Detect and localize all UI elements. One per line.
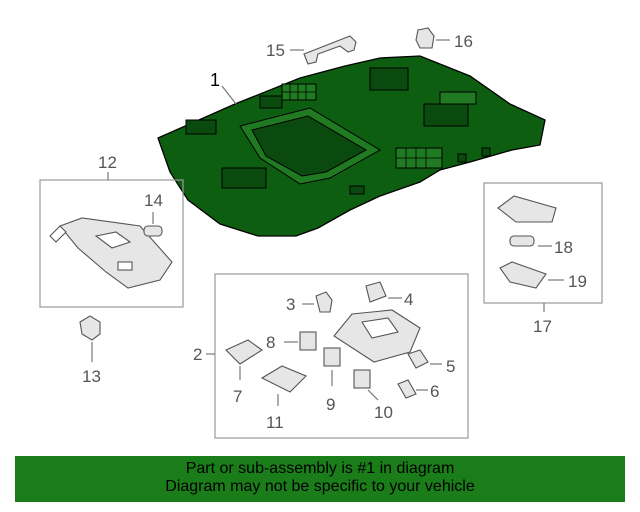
banner-line-1: Part or sub-assembly is #1 in diagram xyxy=(185,460,455,477)
visor-holder-part-13[interactable] xyxy=(79,315,101,341)
lamp-part-11[interactable] xyxy=(260,365,307,393)
bulb-part-6[interactable] xyxy=(397,379,417,399)
callout-12: 12 xyxy=(98,153,117,172)
info-banner: Part or sub-assembly is #1 in diagram Di… xyxy=(15,456,625,502)
lens-part-4[interactable] xyxy=(365,281,387,303)
dome-lamp-group-box xyxy=(483,182,603,304)
bracket-part-7[interactable] xyxy=(225,339,263,365)
callout-8: 8 xyxy=(266,333,275,352)
callout-11: 11 xyxy=(266,413,284,432)
callout-6: 6 xyxy=(430,382,439,401)
dome-lamp-housing[interactable] xyxy=(497,195,557,223)
bulb-part-18[interactable] xyxy=(509,235,535,247)
lens-part-19[interactable] xyxy=(499,261,547,289)
callout-13: 13 xyxy=(82,367,101,386)
callout-17: 17 xyxy=(533,317,552,336)
callout-18: 18 xyxy=(554,238,573,257)
switch-part-8[interactable] xyxy=(299,331,317,351)
callout-7: 7 xyxy=(233,387,242,406)
callout-2: 2 xyxy=(193,345,202,364)
callout-3: 3 xyxy=(286,295,295,314)
callout-4: 4 xyxy=(404,290,413,309)
callout-1: 1 xyxy=(210,70,220,90)
switch-part-10[interactable] xyxy=(353,369,371,389)
callout-10: 10 xyxy=(374,403,393,422)
sun-visor-group-box xyxy=(39,179,184,308)
bulb-part-3[interactable] xyxy=(315,291,333,313)
console-housing-part[interactable] xyxy=(333,309,421,363)
headliner-part-1[interactable] xyxy=(157,55,546,237)
grab-handle-part-15[interactable] xyxy=(303,35,357,65)
switch-part-9[interactable] xyxy=(323,347,341,367)
callout-14: 14 xyxy=(144,191,163,210)
switch-part-5[interactable] xyxy=(407,349,429,369)
callout-16: 16 xyxy=(454,32,473,51)
visor-clip-part-14[interactable] xyxy=(143,225,163,237)
clip-part-16[interactable] xyxy=(415,27,435,49)
parts-diagram: 1 15 16 12 14 13 2 3 4 xyxy=(39,27,603,439)
sun-visor-part[interactable] xyxy=(49,217,173,289)
callout-19: 19 xyxy=(568,272,587,291)
console-group-box xyxy=(214,273,469,439)
callout-15: 15 xyxy=(266,41,285,60)
banner-line-2: Diagram may not be specific to your vehi… xyxy=(165,478,475,495)
callout-5: 5 xyxy=(446,357,455,376)
callout-9: 9 xyxy=(326,395,335,414)
